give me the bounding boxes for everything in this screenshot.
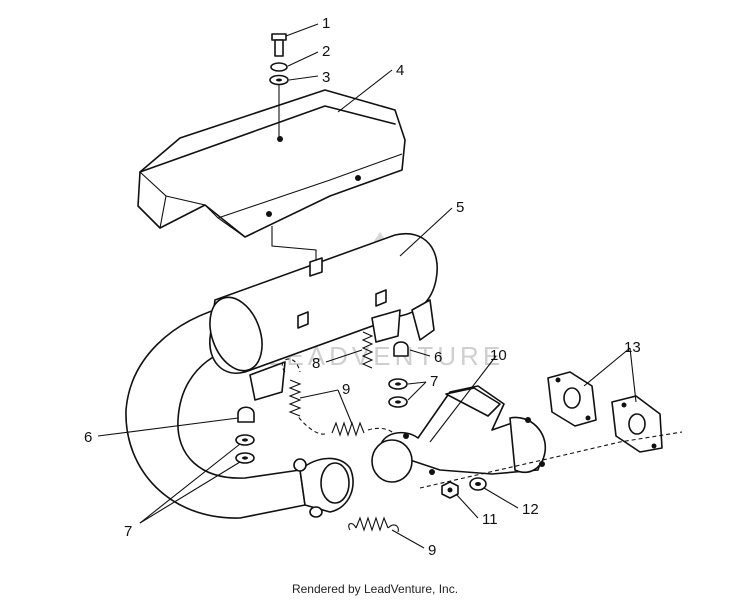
callouts: 1 2 3 4 5 6 7 8 9 10 13 6 7 11 12 9 xyxy=(84,15,641,559)
callout-12: 12 xyxy=(522,501,539,518)
callout-2: 2 xyxy=(322,43,330,60)
gaskets xyxy=(547,371,663,453)
callout-10: 10 xyxy=(490,347,507,364)
callout-1: 1 xyxy=(322,15,330,32)
exhaust-manifold xyxy=(371,385,547,483)
springs xyxy=(281,331,401,533)
callout-11: 11 xyxy=(482,511,498,528)
callout-6-right: 6 xyxy=(434,349,442,366)
callout-7-left: 7 xyxy=(124,523,132,540)
callout-6-left: 6 xyxy=(84,429,92,446)
render-credit: Rendered by LeadVenture, Inc. xyxy=(291,582,459,596)
leader-lines xyxy=(97,23,637,549)
bracket-link-line xyxy=(271,226,317,268)
assembly-axis-line xyxy=(419,431,683,489)
callout-3: 3 xyxy=(322,69,330,86)
heat-shield xyxy=(137,89,406,238)
curved-exhaust-pipe xyxy=(125,304,354,519)
callout-8: 8 xyxy=(312,355,320,372)
nut-and-grommet xyxy=(441,477,487,499)
grommets-and-washers xyxy=(235,341,409,464)
bolt-and-washers xyxy=(269,33,289,138)
callout-9-lower: 9 xyxy=(428,542,436,559)
callout-9-upper: 9 xyxy=(342,381,350,398)
callout-13: 13 xyxy=(624,339,641,356)
callout-7-right: 7 xyxy=(430,373,438,390)
callout-4: 4 xyxy=(396,62,404,79)
callout-5: 5 xyxy=(456,199,464,216)
muffler xyxy=(209,232,438,401)
